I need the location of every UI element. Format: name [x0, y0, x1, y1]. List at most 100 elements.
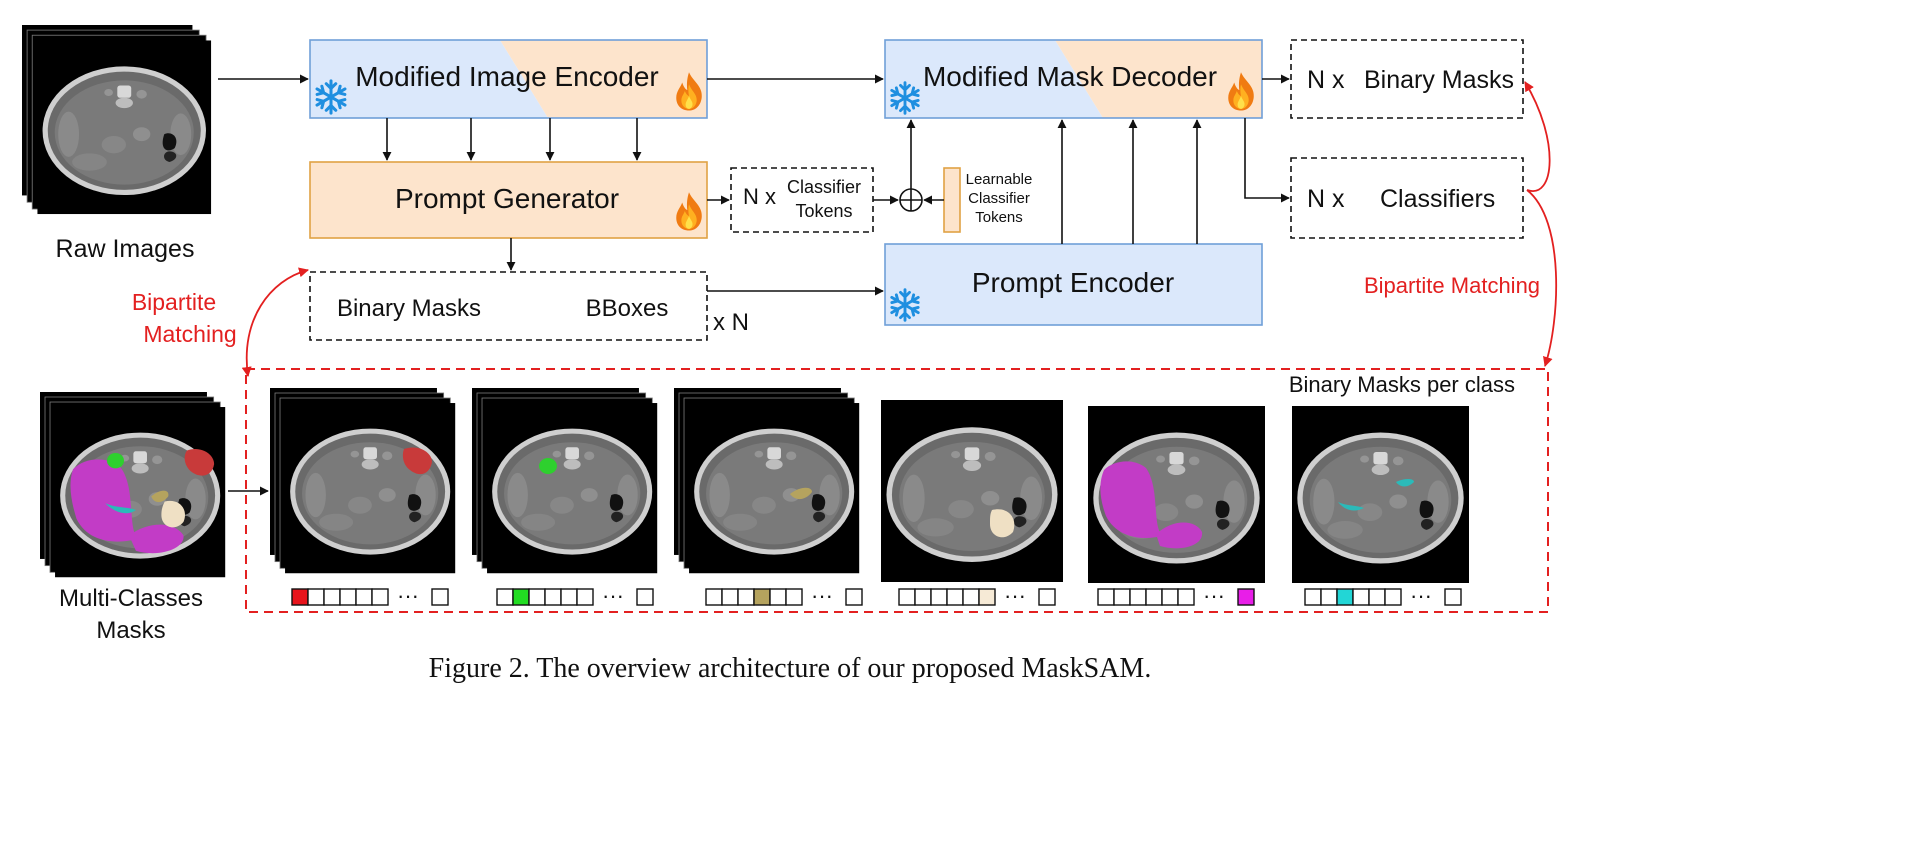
token-cell [769, 588, 787, 606]
token-cell [737, 588, 755, 606]
masks-bboxes-box: Binary Masks BBoxes [309, 271, 708, 341]
token-cell [1304, 588, 1322, 606]
token-cell [1129, 588, 1147, 606]
multi-class-label-line1: Multi-Classes [59, 585, 203, 612]
ellipsis-label: ··· [602, 583, 624, 608]
figure-caption: Figure 2. The overview architecture of o… [429, 653, 1152, 684]
token-row: ··· [496, 583, 654, 608]
token-cell [1113, 588, 1131, 606]
ellipsis-label: ··· [397, 583, 419, 608]
token-cell-active [291, 588, 309, 606]
output-classifiers-prefix: N x [1307, 185, 1345, 213]
prompt-encoder-label: Prompt Encoder [972, 267, 1174, 298]
ellipsis-label: ··· [1004, 583, 1026, 608]
mask-decoder-label: Modified Mask Decoder [923, 61, 1217, 92]
token-cell [496, 588, 514, 606]
prompt-generator-block: Prompt Generator [309, 161, 708, 239]
token-row: ··· [705, 583, 863, 608]
token-cell [528, 588, 546, 606]
ellipsis-label: ··· [1410, 583, 1432, 608]
token-cell [339, 588, 357, 606]
output-classifiers-label: Classifiers [1380, 185, 1495, 213]
ellipsis-label: ··· [1203, 583, 1225, 608]
learnable-tokens-line1: Learnable [966, 171, 1033, 188]
classifier-tokens-prefix: N x [743, 184, 776, 209]
token-row: ··· [898, 583, 1056, 608]
token-cell [1320, 588, 1338, 606]
output-masks-box: N x Binary Masks [1290, 39, 1524, 119]
token-cell [705, 588, 723, 606]
mask-decoder-block: Modified Mask Decoder [884, 39, 1263, 119]
class-mask-image-1 [270, 388, 455, 573]
raw-images-stack [22, 25, 211, 214]
prompt-generator-label: Prompt Generator [395, 183, 619, 214]
token-cell [1038, 588, 1056, 606]
per-class-region [245, 368, 1549, 613]
class-mask-image-5 [1088, 406, 1265, 583]
image-encoder-block: Modified Image Encoder [309, 39, 708, 119]
token-cell [544, 588, 562, 606]
token-cell [946, 588, 964, 606]
token-cell-active [512, 588, 530, 606]
per-class-label: Binary Masks per class [1289, 372, 1515, 397]
classifier-tokens-line1: Classifier [787, 177, 861, 197]
learnable-tokens-line2: Classifier [968, 190, 1030, 207]
token-cell [1145, 588, 1163, 606]
classifier-tokens-line2: Tokens [795, 201, 852, 221]
token-cell [1352, 588, 1370, 606]
token-cell [1161, 588, 1179, 606]
token-cell [576, 588, 594, 606]
token-cell [636, 588, 654, 606]
token-cell-active [1336, 588, 1354, 606]
classifier-tokens-box: N x Classifier Tokens [730, 167, 874, 233]
learnable-tokens-bar [943, 167, 961, 233]
token-cell [371, 588, 389, 606]
token-cell-active [753, 588, 771, 606]
output-classifiers-box: N x Classifiers [1290, 157, 1524, 239]
token-cell [1177, 588, 1195, 606]
token-cell [1097, 588, 1115, 606]
plus-circle-icon [899, 188, 923, 212]
times-n-label: x N [713, 309, 749, 336]
token-cell [560, 588, 578, 606]
token-cell [914, 588, 932, 606]
bipartite-left-line2: Matching [143, 321, 236, 347]
token-row: ··· [1304, 583, 1462, 608]
bipartite-right-label: Bipartite Matching [1364, 273, 1540, 298]
output-masks-prefix: N x [1307, 66, 1345, 94]
learnable-tokens-line3: Tokens [975, 209, 1023, 226]
ellipsis-label: ··· [811, 583, 833, 608]
token-cell [898, 588, 916, 606]
token-cell [307, 588, 325, 606]
token-cell [962, 588, 980, 606]
token-cell [1384, 588, 1402, 606]
image-encoder-label: Modified Image Encoder [355, 61, 659, 92]
bboxes-label: BBoxes [586, 295, 669, 322]
token-cell-active [1237, 588, 1255, 606]
token-row: ··· [1097, 583, 1255, 608]
binary-masks-label: Binary Masks [337, 295, 481, 322]
token-cell [721, 588, 739, 606]
token-cell [323, 588, 341, 606]
token-cell [845, 588, 863, 606]
class-mask-image-6 [1292, 406, 1469, 583]
bipartite-left-line1: Bipartite [132, 289, 216, 315]
bipartite-arrows [241, 81, 1558, 377]
raw-images-label: Raw Images [56, 235, 195, 263]
multi-class-label-line2: Masks [96, 617, 165, 644]
class-mask-image-2 [472, 388, 657, 573]
classifier-token-rows: ··· ··· ··· ··· ··· ··· [291, 583, 1462, 608]
token-cell-active [978, 588, 996, 606]
flow-arrows [218, 74, 1290, 496]
token-cell [930, 588, 948, 606]
token-cell [1368, 588, 1386, 606]
class-mask-image-3 [674, 388, 859, 573]
class-mask-image-4 [881, 400, 1063, 582]
output-masks-label: Binary Masks [1364, 66, 1514, 94]
token-cell [355, 588, 373, 606]
token-row: ··· [291, 583, 449, 608]
prompt-encoder-block: Prompt Encoder [884, 243, 1263, 326]
token-cell [785, 588, 803, 606]
token-cell [1444, 588, 1462, 606]
